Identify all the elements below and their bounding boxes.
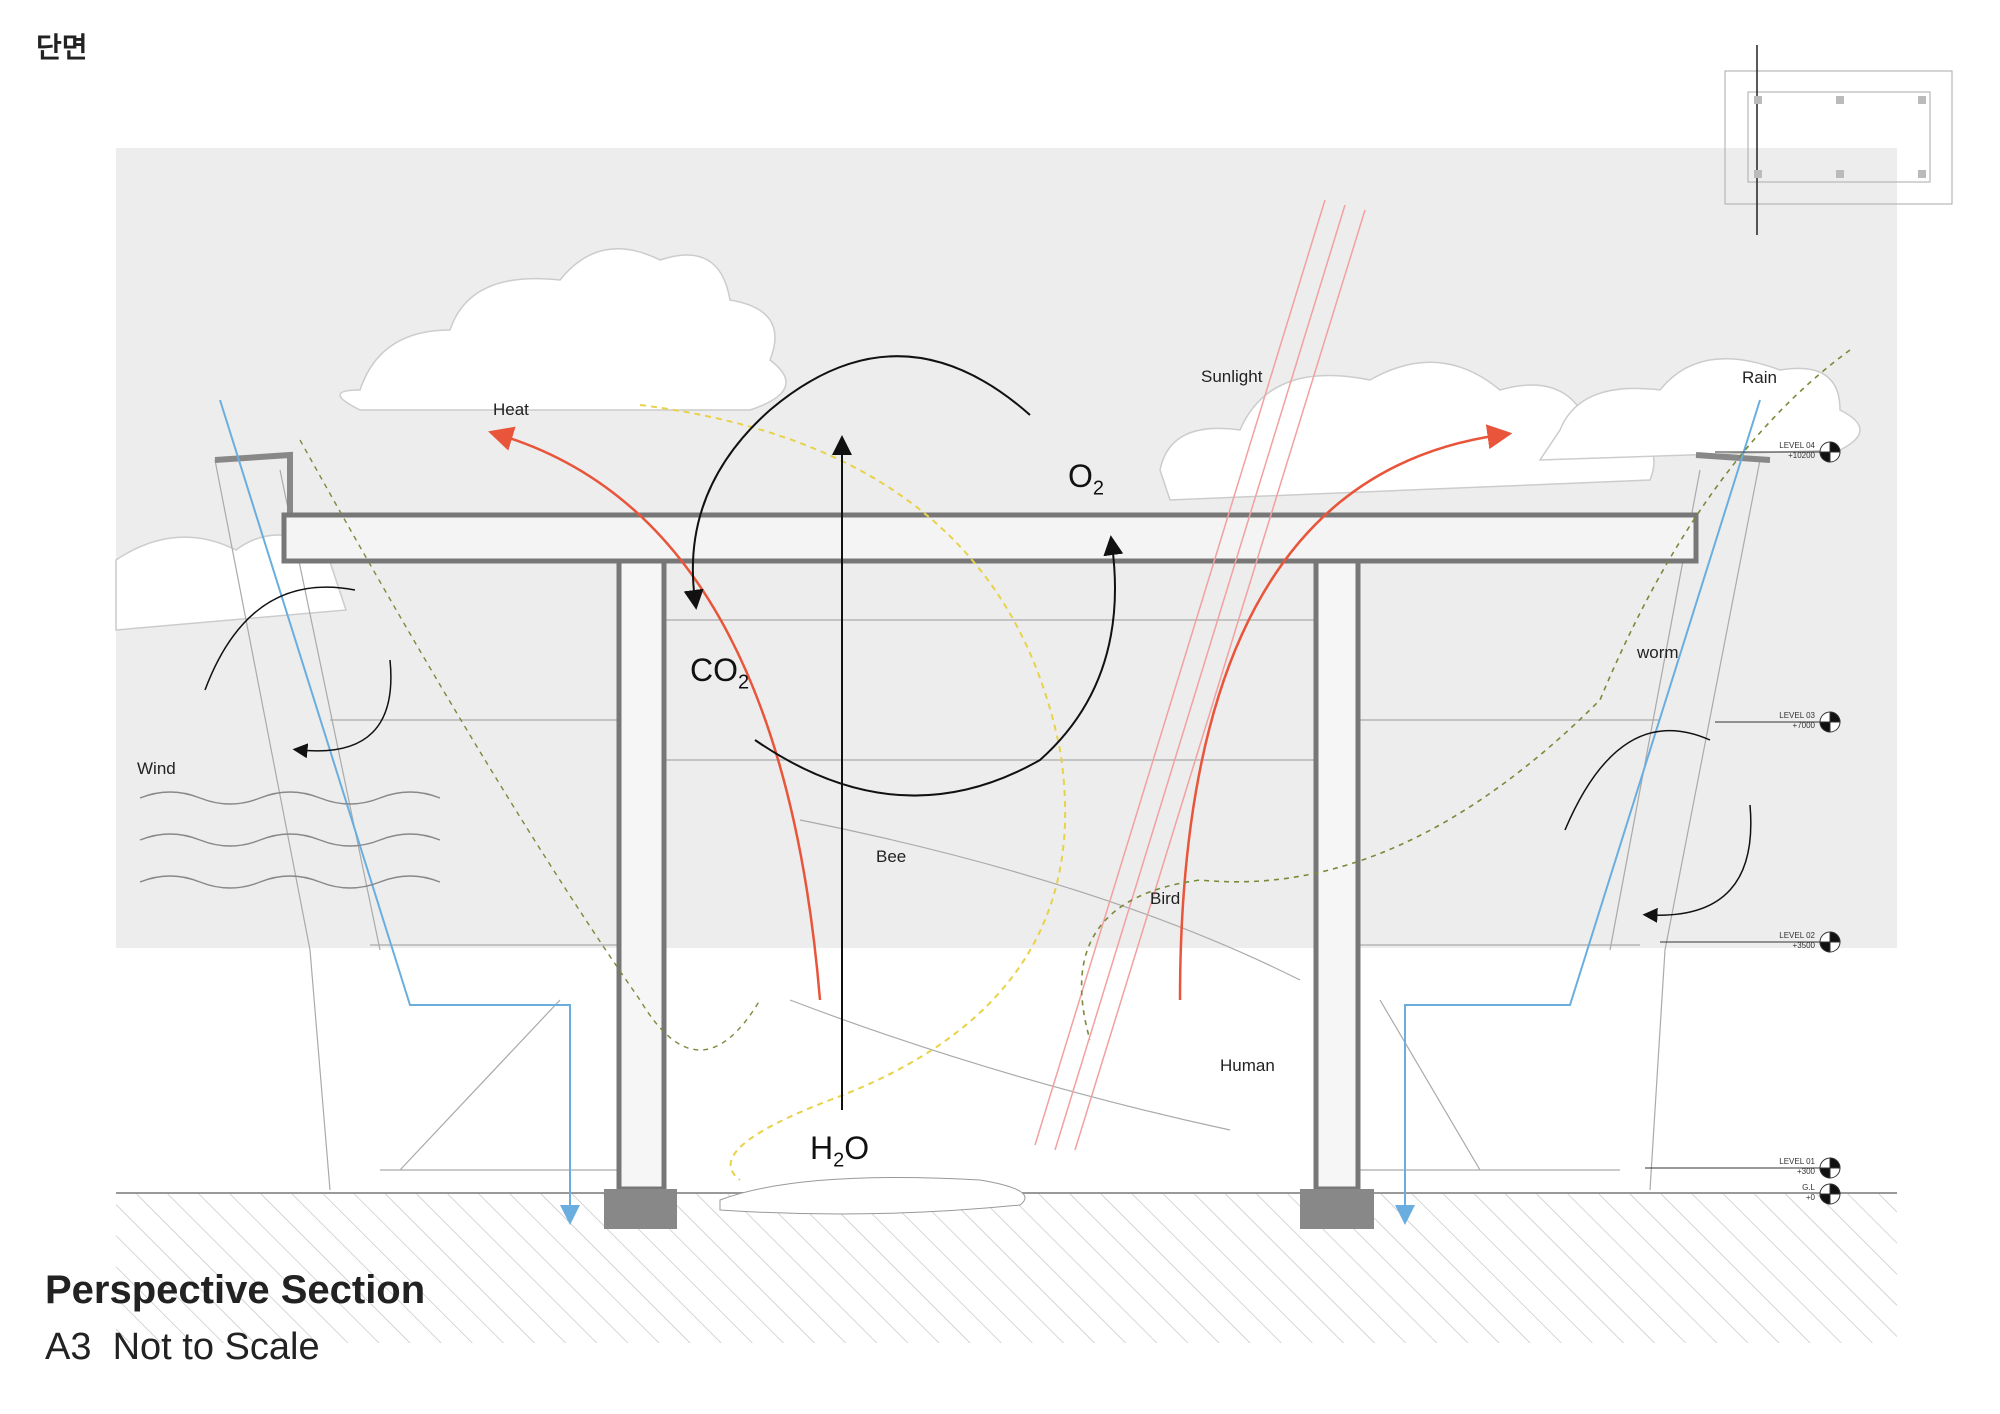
green-path bbox=[1080, 349, 1851, 1041]
level-name: LEVEL 03 bbox=[1779, 711, 1815, 720]
sunlight-rays bbox=[1034, 199, 1366, 1151]
wind-cycle-left bbox=[204, 586, 392, 751]
level-elev: +300 bbox=[1796, 1167, 1815, 1176]
key-plan bbox=[1724, 45, 1953, 235]
h2o-sub: 2 bbox=[833, 1149, 845, 1172]
ground-hatch bbox=[116, 1193, 1897, 1343]
h2o-pre: H bbox=[810, 1130, 834, 1166]
pond bbox=[719, 1177, 1026, 1215]
o2-sub: 2 bbox=[1092, 477, 1105, 500]
level-markers bbox=[1645, 441, 1841, 1205]
level-elev: +10200 bbox=[1788, 451, 1815, 460]
level-name: LEVEL 01 bbox=[1779, 1157, 1815, 1166]
label-o2: O2 bbox=[1068, 458, 1104, 500]
level-name: LEVEL 02 bbox=[1779, 931, 1815, 940]
drawing-subtitle: A3 Not to Scale bbox=[45, 1326, 320, 1369]
sheet-size: A3 bbox=[45, 1326, 92, 1368]
label-rain: Rain bbox=[1742, 368, 1777, 387]
h2o-post: O bbox=[844, 1130, 870, 1166]
drawing-title: Perspective Section bbox=[45, 1268, 426, 1312]
level-03-label: LEVEL 03+7000 bbox=[1779, 711, 1815, 731]
roof-beam bbox=[281, 512, 1699, 564]
label-co2: CO2 bbox=[690, 652, 749, 694]
right-footing bbox=[1300, 1189, 1374, 1229]
right-column bbox=[1313, 558, 1361, 1192]
level-02-label: LEVEL 02+3500 bbox=[1779, 931, 1815, 951]
label-bee: Bee bbox=[876, 847, 907, 866]
label-h2o: H2O bbox=[810, 1130, 869, 1172]
label-heat: Heat bbox=[493, 400, 529, 419]
level-name: G.L bbox=[1802, 1183, 1815, 1192]
left-column bbox=[616, 558, 667, 1192]
rain-line-left bbox=[219, 399, 580, 1225]
clouds bbox=[115, 248, 1861, 631]
ground-level-label: G.L+0 bbox=[1802, 1183, 1815, 1203]
level-04-label: LEVEL 04+10200 bbox=[1779, 441, 1815, 461]
scaffold-structure bbox=[214, 459, 1761, 1191]
heat-arrow-left bbox=[488, 426, 822, 1001]
label-worm: worm bbox=[1637, 643, 1679, 662]
label-sunlight: Sunlight bbox=[1201, 367, 1263, 386]
scale-note: Not to Scale bbox=[112, 1326, 320, 1368]
level-elev: +3500 bbox=[1792, 941, 1815, 950]
label-wind: Wind bbox=[137, 759, 176, 778]
o2-cycle-arrow bbox=[683, 355, 1031, 610]
level-elev: +7000 bbox=[1792, 721, 1815, 730]
co2-base: CO bbox=[690, 652, 738, 688]
sheet-korean-title: 단면 bbox=[36, 31, 88, 64]
label-bird: Bird bbox=[1150, 889, 1181, 908]
co2-cycle-arrow bbox=[754, 535, 1124, 797]
left-footing bbox=[604, 1189, 677, 1229]
heat-arrow-right bbox=[1178, 424, 1513, 1001]
green-path-left bbox=[299, 439, 761, 1051]
rain-line-right bbox=[1395, 399, 1761, 1225]
label-human: Human bbox=[1220, 1056, 1275, 1075]
o2-base: O bbox=[1068, 458, 1093, 494]
wind-lines bbox=[139, 791, 441, 889]
level-name: LEVEL 04 bbox=[1779, 441, 1815, 450]
wind-cycle-right bbox=[1564, 730, 1752, 916]
co2-sub: 2 bbox=[738, 671, 750, 694]
level-elev: +0 bbox=[1805, 1193, 1815, 1202]
level-01-label: LEVEL 01+300 bbox=[1779, 1157, 1815, 1177]
